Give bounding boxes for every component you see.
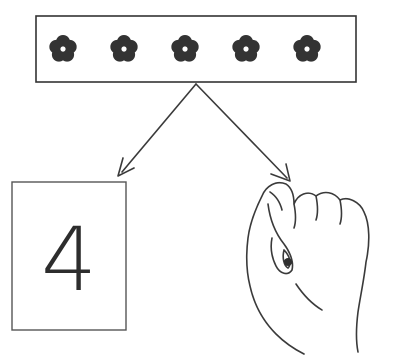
flower-center bbox=[121, 46, 127, 52]
flower-icon bbox=[49, 35, 77, 62]
number-card: 4 bbox=[11, 181, 127, 331]
fist-hand-icon bbox=[245, 181, 370, 355]
hand-finger-fold bbox=[269, 191, 283, 211]
flower-icon bbox=[171, 35, 199, 62]
hand-finger-crease-3 bbox=[339, 199, 343, 225]
number-card-numeral: 4 bbox=[41, 208, 97, 311]
hand-thumbnail bbox=[282, 249, 291, 269]
flower-center bbox=[60, 46, 66, 52]
flower-center bbox=[304, 46, 310, 52]
arrows bbox=[117, 83, 291, 182]
flower-icon bbox=[232, 35, 260, 62]
hand-thumbnail-shade bbox=[284, 258, 292, 266]
arrow-shaft-to-card bbox=[121, 83, 197, 173]
hand-palm-line bbox=[295, 283, 323, 311]
arrow-head-to-card bbox=[117, 157, 135, 177]
flower-row bbox=[49, 35, 321, 62]
flower-strip bbox=[35, 15, 357, 83]
arrow-shaft-to-hand bbox=[195, 83, 288, 179]
flower-icon bbox=[293, 35, 321, 62]
hand-finger-crease-2 bbox=[315, 195, 319, 221]
number-card-frame bbox=[11, 181, 127, 331]
hand-thumb bbox=[267, 203, 294, 275]
flower-icon bbox=[110, 35, 138, 62]
arrow-head-to-hand bbox=[270, 163, 291, 182]
flower-center bbox=[243, 46, 249, 52]
hand-outline bbox=[245, 181, 370, 355]
hand-finger-crease-1 bbox=[293, 203, 297, 229]
flower-center bbox=[182, 46, 188, 52]
